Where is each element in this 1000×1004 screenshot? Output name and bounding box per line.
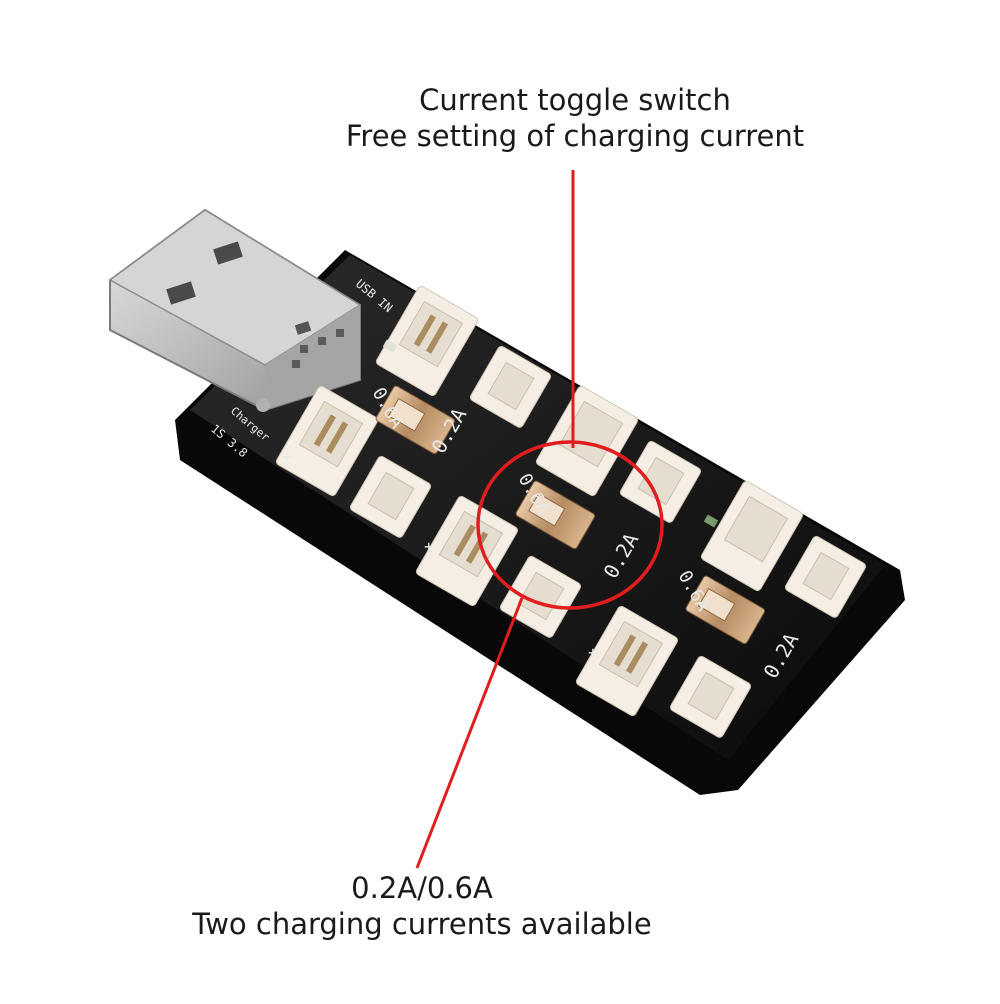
bottom-annotation-line1: 0.2A/0.6A [351, 871, 493, 905]
status-leds [382, 339, 719, 528]
connector-5b [784, 535, 866, 618]
connector-6a [575, 605, 678, 716]
top-annotation-line1: Current toggle switch [419, 83, 731, 117]
top-annotation: Current toggle switch Free setting of ch… [0, 80, 1000, 160]
connector-2a [275, 385, 378, 496]
silk-plus-1: + [282, 447, 292, 466]
led-2 [703, 514, 719, 528]
slide-switch-1 [375, 385, 456, 455]
bottom-annotation-line2: Two charging currents available [192, 907, 652, 941]
top-annotation-line2: Free setting of charging current [345, 119, 805, 153]
highlight-circle [476, 440, 664, 610]
connector-2b [349, 455, 431, 538]
connector-6b [669, 655, 751, 738]
bottom-annotation: 0.2A/0.6A Two charging currents availabl… [0, 868, 1000, 948]
led-1 [382, 339, 398, 353]
silk-plus-3: + [588, 643, 598, 662]
bottom-pointer-line [415, 597, 524, 869]
connector-1b [469, 345, 551, 428]
connector-1a [375, 285, 478, 396]
battery-connectors [275, 285, 866, 738]
connector-5a [700, 480, 803, 591]
silk-plus-2: + [424, 537, 434, 556]
slide-switch-2 [515, 480, 596, 550]
slide-switches [375, 385, 766, 645]
slide-switch-3 [685, 575, 766, 645]
connector-3b [619, 440, 701, 523]
usb-connector [108, 208, 362, 412]
